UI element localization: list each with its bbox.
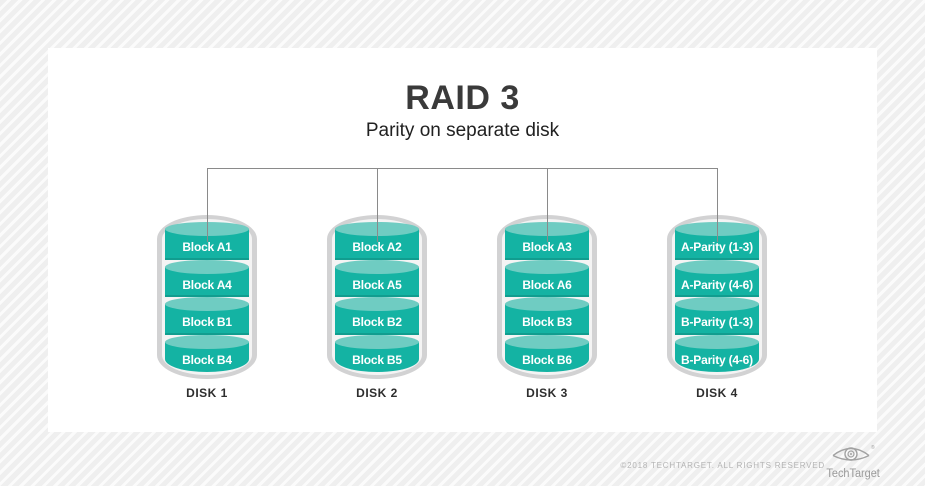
block-label: Block B6 — [522, 352, 572, 367]
eye-target-icon: ® — [832, 444, 875, 461]
disk-4: A-Parity (1-3) A-Parity (4-6) B-Parity (… — [667, 215, 767, 379]
block-label: B-Parity (1-3) — [681, 315, 753, 330]
disk-4-block-2: A-Parity (4-6) — [675, 259, 759, 297]
copyright-text: ©2018 TECHTARGET. ALL RIGHTS RESERVED — [620, 461, 825, 470]
cylinder-top-ellipse — [335, 259, 419, 274]
cylinder-top-ellipse — [505, 259, 589, 274]
disk-3-label: DISK 3 — [526, 386, 568, 400]
block-label: Block A5 — [352, 277, 402, 292]
bus-line-vertical-disk4 — [717, 168, 718, 242]
cylinder-top-ellipse — [165, 297, 249, 311]
bus-line-vertical-disk3 — [547, 168, 548, 242]
cylinder-top-ellipse — [675, 259, 759, 274]
disk-1-block-3: Block B1 — [165, 297, 249, 335]
disk-3-block-4: Block B6 — [505, 334, 589, 372]
disk-1-label: DISK 1 — [186, 386, 228, 400]
cylinder-top-ellipse — [675, 334, 759, 349]
disk-2-block-3: Block B2 — [335, 297, 419, 335]
diagram-card: RAID 3 Parity on separate disk Block A1 … — [48, 48, 877, 432]
disk-3: Block A3 Block A6 Block B3 Block B6 — [497, 215, 597, 379]
bus-line-vertical-disk2 — [377, 168, 378, 242]
block-label: Block B5 — [352, 352, 402, 367]
disk-2-block-4: Block B5 — [335, 334, 419, 372]
block-label: A-Parity (1-3) — [681, 240, 753, 255]
block-label: Block B1 — [182, 315, 232, 330]
techtarget-logo: ® TechTarget — [825, 444, 881, 481]
disk-1: Block A1 Block A4 Block B1 Block B4 — [157, 215, 257, 379]
block-label: Block B3 — [522, 315, 572, 330]
block-label: Block A3 — [522, 240, 572, 255]
svg-text:®: ® — [871, 444, 875, 451]
diagram-title: RAID 3 — [405, 79, 520, 117]
cylinder-top-ellipse — [165, 334, 249, 349]
block-label: Block A2 — [352, 240, 402, 255]
disk-4-block-3: B-Parity (1-3) — [675, 297, 759, 335]
block-label: Block B2 — [352, 315, 402, 330]
cylinder-top-ellipse — [505, 334, 589, 349]
disk-3-cylinder: Block A3 Block A6 Block B3 Block B6 — [497, 215, 597, 379]
block-label: Block A6 — [522, 277, 572, 292]
disk-1-block-4: Block B4 — [165, 334, 249, 372]
disk-4-label: DISK 4 — [696, 386, 738, 400]
cylinder-top-ellipse — [335, 334, 419, 349]
disk-2-label: DISK 2 — [356, 386, 398, 400]
disk-2: Block A2 Block A5 Block B2 Block B5 — [327, 215, 427, 379]
bus-line-vertical-disk1 — [207, 168, 208, 242]
block-label: Block A4 — [182, 277, 232, 292]
disk-2-block-2: Block A5 — [335, 259, 419, 297]
disk-2-cylinder: Block A2 Block A5 Block B2 Block B5 — [327, 215, 427, 379]
techtarget-wordmark: TechTarget — [826, 468, 880, 480]
disk-3-block-3: Block B3 — [505, 297, 589, 335]
block-label: Block A1 — [182, 240, 232, 255]
disk-4-cylinder: A-Parity (1-3) A-Parity (4-6) B-Parity (… — [667, 215, 767, 379]
block-label: Block B4 — [182, 352, 232, 367]
cylinder-top-ellipse — [335, 297, 419, 311]
cylinder-top-ellipse — [165, 259, 249, 274]
block-label: B-Parity (4-6) — [681, 352, 753, 367]
bus-line-horizontal — [207, 168, 718, 169]
block-label: A-Parity (4-6) — [681, 277, 753, 292]
disk-4-block-4: B-Parity (4-6) — [675, 334, 759, 372]
disk-1-cylinder: Block A1 Block A4 Block B1 Block B4 — [157, 215, 257, 379]
disk-3-block-2: Block A6 — [505, 259, 589, 297]
cylinder-top-ellipse — [675, 297, 759, 311]
cylinder-top-ellipse — [505, 297, 589, 311]
diagram-subtitle: Parity on separate disk — [365, 120, 560, 141]
disk-1-block-2: Block A4 — [165, 259, 249, 297]
